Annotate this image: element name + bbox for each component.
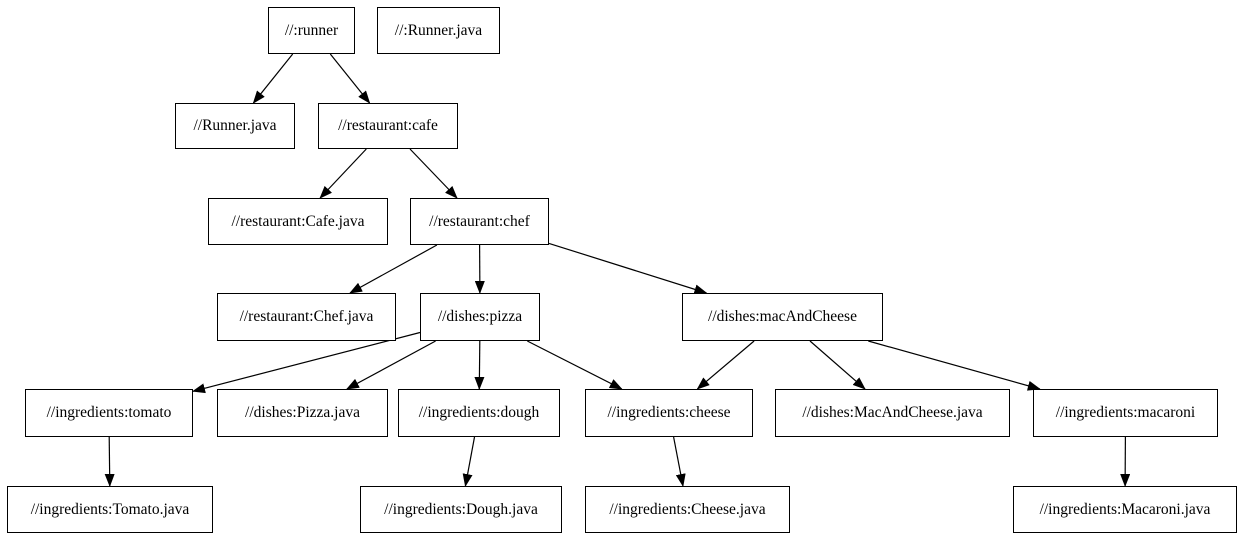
graph-edge-macandcheese-to-macaroni [868, 340, 1041, 391]
graph-node-runner-java: //Runner.java [175, 103, 295, 149]
graph-edge-tomato-to-tomato-java [104, 436, 115, 487]
graph-node-cheese-java: //ingredients:Cheese.java [585, 486, 790, 533]
graph-node-macandcheese-java: //dishes:MacAndCheese.java [775, 389, 1010, 437]
graph-node-dough: //ingredients:dough [398, 389, 560, 437]
graph-edge-chef-to-macandcheese [548, 242, 708, 295]
graph-node-cafe: //restaurant:cafe [318, 103, 458, 149]
graph-node-label: //ingredients:Tomato.java [30, 500, 190, 518]
graph-node-label: //dishes:MacAndCheese.java [802, 404, 983, 422]
graph-node-label: //ingredients:Cheese.java [609, 500, 766, 518]
graph-node-macaroni: //ingredients:macaroni [1033, 389, 1218, 437]
graph-edge-chef-to-chef-java [349, 244, 438, 294]
graph-edge-cheese-to-cheese-java [673, 436, 686, 487]
graph-edge-runner-to-cafe [329, 53, 371, 104]
graph-node-label: //dishes:Pizza.java [245, 404, 360, 422]
graph-node-label: //:Runner.java [394, 21, 483, 39]
graph-edge-pizza-to-pizza-java [346, 340, 436, 390]
graph-node-macandcheese: //dishes:macAndCheese [682, 293, 883, 341]
graph-node-runner: //:runner [268, 7, 355, 54]
graph-node-label: //ingredients:macaroni [1055, 404, 1196, 422]
graph-node-label: //restaurant:Cafe.java [231, 212, 365, 230]
graph-node-label: //ingredients:cheese [607, 404, 731, 422]
graph-node-label: //ingredients:tomato [46, 404, 172, 422]
graph-node-label: //:runner [284, 21, 339, 39]
graph-node-label: //ingredients:Macaroni.java [1039, 500, 1211, 518]
graph-node-label: //restaurant:cafe [338, 117, 438, 135]
graph-node-label: //ingredients:Dough.java [384, 500, 538, 518]
graph-node-runner-java-top: //:Runner.java [377, 7, 500, 54]
graph-node-tomato-java: //ingredients:Tomato.java [7, 486, 213, 533]
graph-edge-cafe-to-chef [409, 148, 458, 199]
graph-edge-macandcheese-to-cheese [696, 340, 755, 390]
graph-node-pizza: //dishes:pizza [420, 293, 540, 341]
graph-node-macaroni-java: //ingredients:Macaroni.java [1013, 486, 1237, 533]
graph-node-label: //dishes:macAndCheese [708, 308, 857, 326]
graph-node-pizza-java: //dishes:Pizza.java [217, 389, 388, 437]
graph-node-label: //restaurant:Chef.java [239, 308, 374, 326]
graph-node-label: //dishes:pizza [437, 308, 523, 326]
graph-node-dough-java: //ingredients:Dough.java [360, 486, 562, 533]
graph-edge-pizza-to-dough [474, 340, 485, 390]
graph-edge-pizza-to-cheese [527, 340, 623, 390]
graph-node-cheese: //ingredients:cheese [585, 389, 753, 437]
graph-node-chef: //restaurant:chef [410, 198, 549, 245]
graph-node-chef-java: //restaurant:Chef.java [217, 293, 396, 341]
graph-edge-pizza-to-tomato [192, 331, 421, 394]
graph-node-cafe-java: //restaurant:Cafe.java [208, 198, 388, 245]
graph-edge-runner-to-runner-java [252, 53, 294, 104]
graph-node-label: //Runner.java [193, 117, 277, 135]
graph-node-tomato: //ingredients:tomato [25, 389, 193, 437]
graph-node-label: //restaurant:chef [429, 212, 530, 230]
graph-edge-macandcheese-to-macandcheese-java [809, 340, 866, 390]
graph-edge-dough-to-dough-java [462, 436, 476, 487]
graph-node-label: //ingredients:dough [418, 404, 540, 422]
graph-edge-cafe-to-cafe-java [319, 148, 367, 199]
